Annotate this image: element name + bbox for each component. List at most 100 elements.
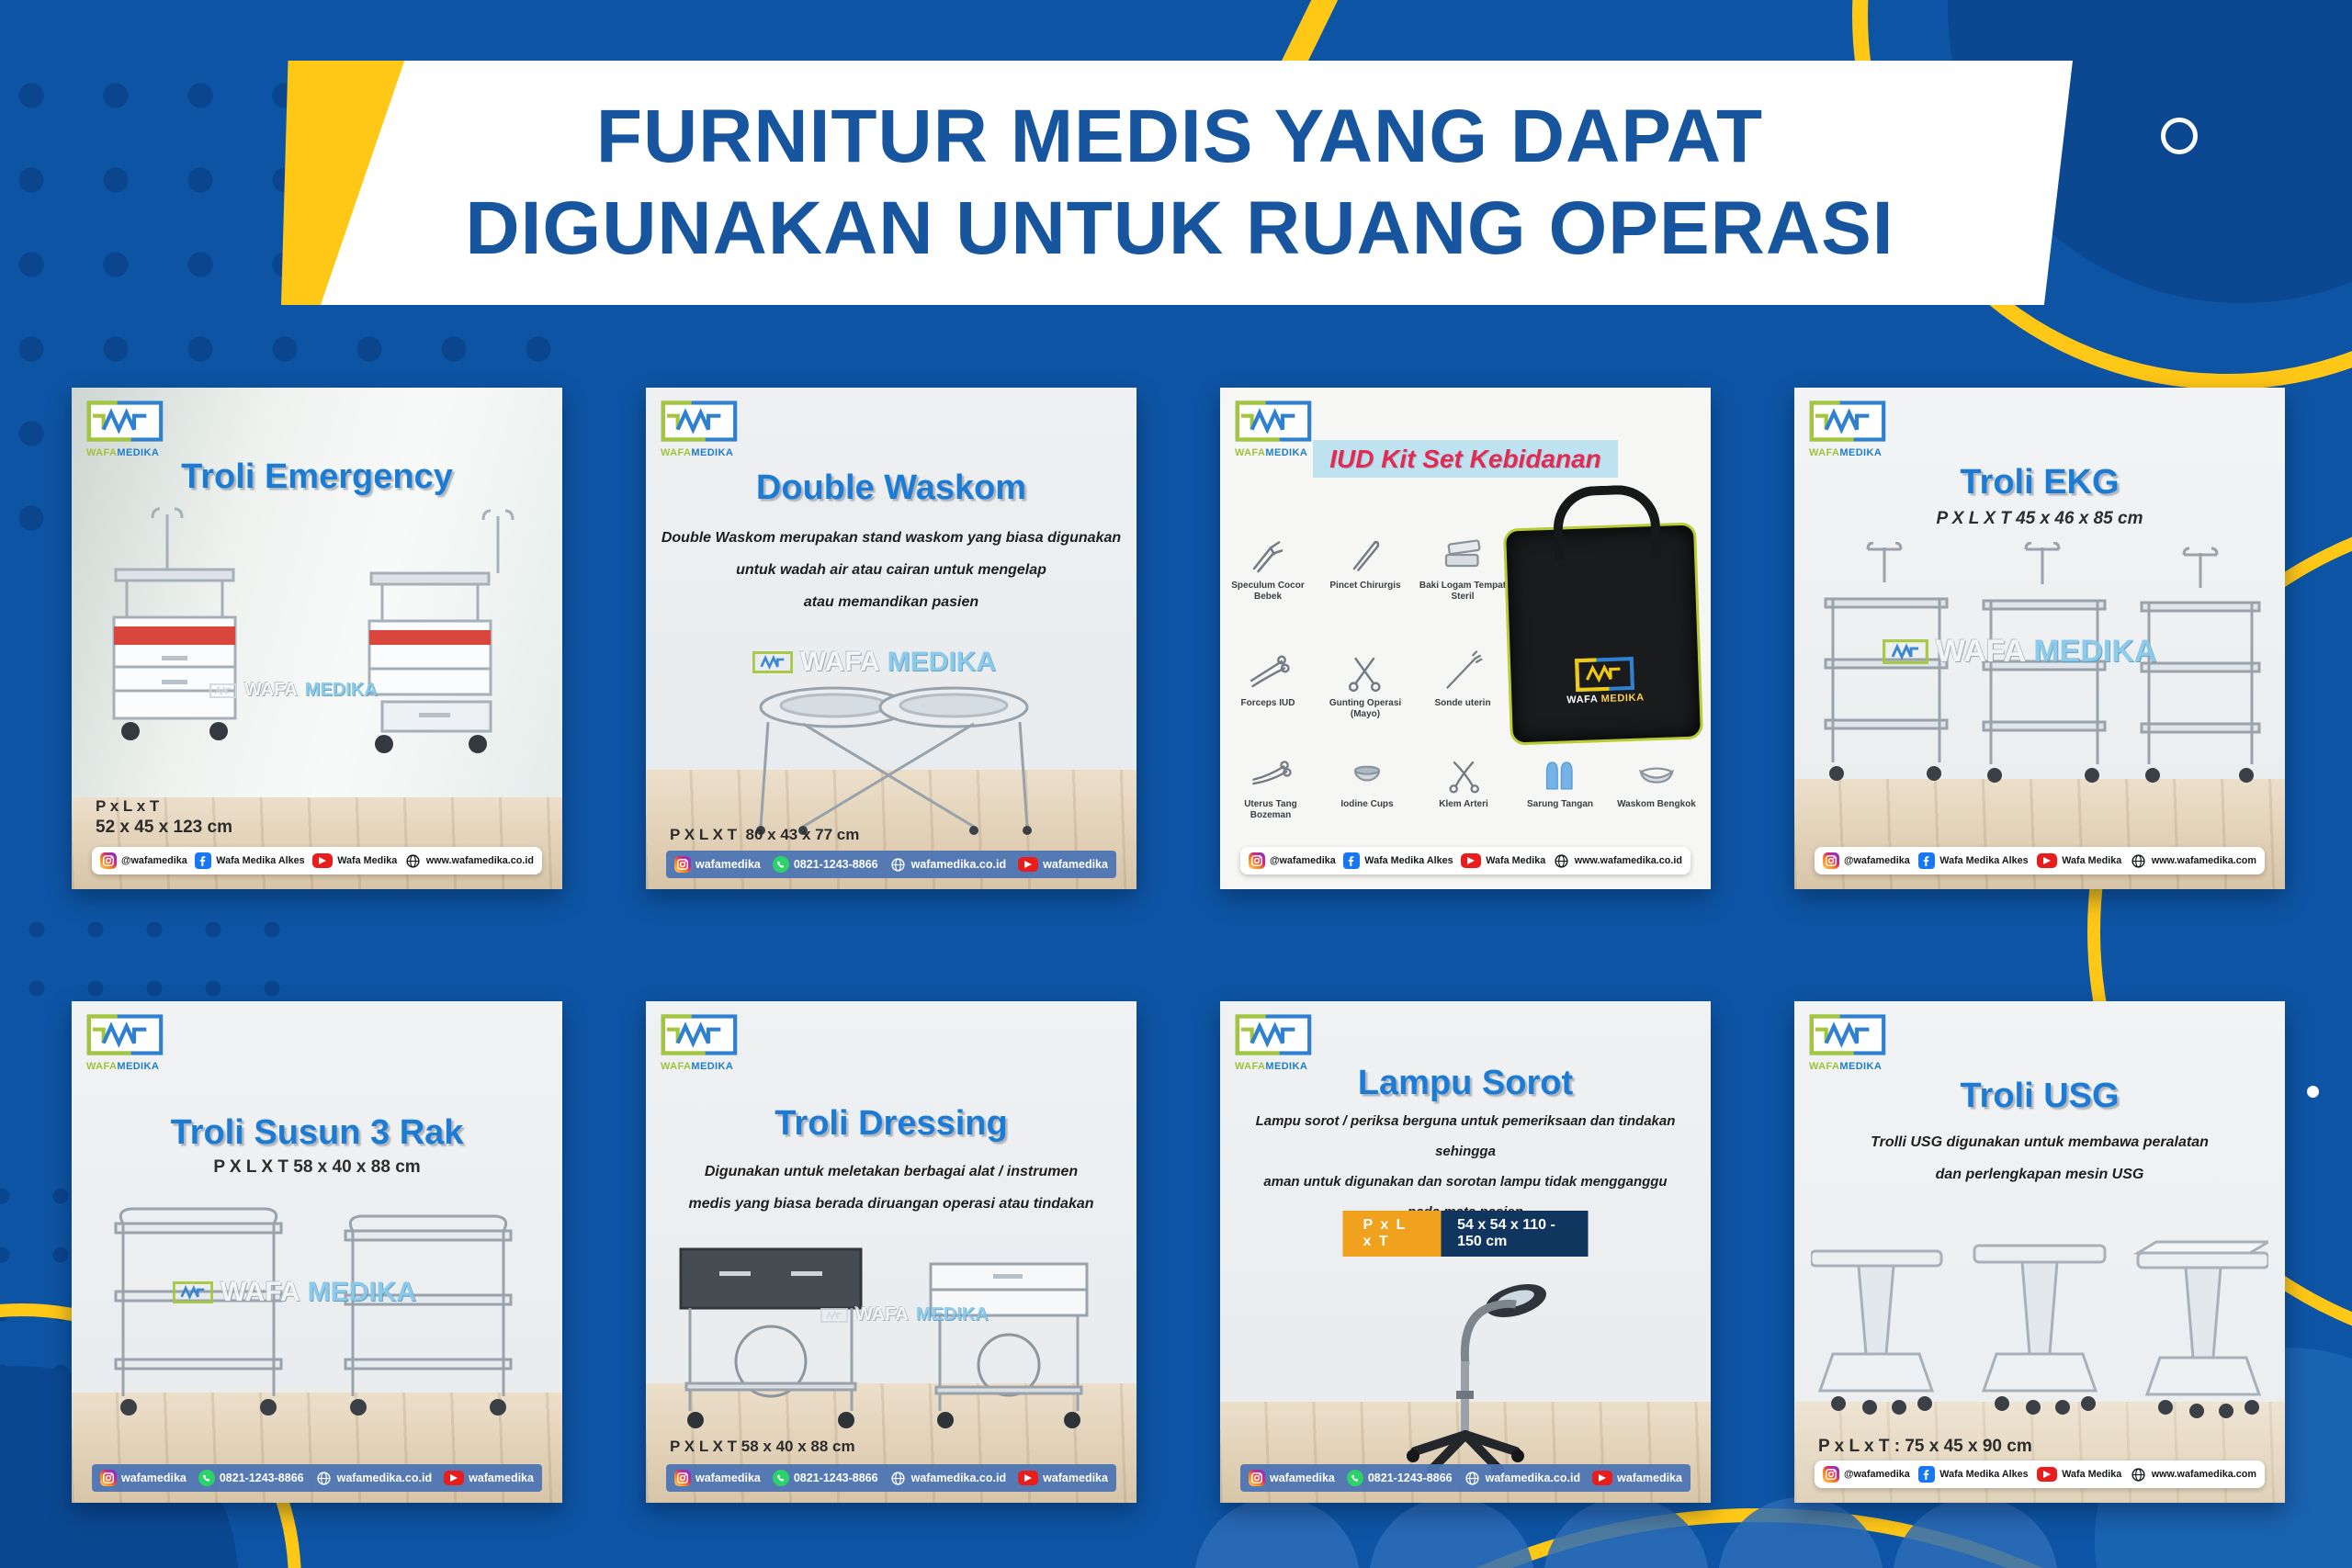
card-title: IUD Kit Set Kebidanan (1313, 440, 1618, 478)
scallop-circle (1194, 1497, 1360, 1568)
social-bar: wafamedika 0821-1243-8866 wafamedika.co.… (666, 1464, 1116, 1492)
youtube-handle: Wafa Medika (2037, 1467, 2121, 1482)
card-title: Troli Emergency (181, 457, 453, 496)
product-card-lampu-sorot: WAFAMEDIKA Lampu Sorot Lampu sorot / per… (1220, 1001, 1711, 1503)
instagram-handle: wafamedika (674, 856, 761, 873)
logo-text-medika: MEDIKA (1839, 447, 1883, 458)
pincet-icon (1352, 540, 1380, 571)
scallop-circle (1369, 1497, 1534, 1568)
facebook-handle: Wafa Medika Alkes (1918, 1466, 2029, 1483)
dimensions-value: 80 x 43 x 77 cm (745, 826, 860, 843)
kit-item: Waskom Bengkok (1611, 753, 1702, 810)
social-bar: @wafamedika Wafa Medika Alkes Wafa Medik… (1240, 847, 1690, 874)
kit-item: Forceps IUD (1220, 650, 1316, 709)
kit-item: Uterus Tang Bozeman (1225, 753, 1317, 821)
card-title: Troli Susun 3 Rak (170, 1113, 464, 1152)
card-description: Trolli USG digunakan untuk membawa peral… (1871, 1134, 2209, 1182)
product-card-troli-ekg: WAFAMEDIKA Troli EKG P X L X T 45 x 46 x… (1794, 388, 2285, 889)
forceps-icon (1250, 655, 1290, 688)
wafamedika-logo: WAFAMEDIKA (1809, 1014, 1886, 1072)
youtube-handle: wafamedika (1018, 1471, 1108, 1485)
scallop-circle (1893, 1497, 2058, 1568)
card-title: Troli Dressing (775, 1104, 1008, 1143)
youtube-handle: Wafa Medika (312, 853, 397, 868)
product-card-troli-susun: WAFAMEDIKA Troli Susun 3 Rak P X L X T 5… (72, 1001, 562, 1503)
product-card-troli-dressing: WAFAMEDIKA Troli Dressing Digunakan untu… (646, 1001, 1136, 1503)
wm-logo-icon (1235, 400, 1312, 442)
card-description: Digunakan untuk meletakan berbagai alat … (688, 1164, 1094, 1212)
dimensions-label: P x L x T (96, 797, 160, 815)
dimensions-text: P x L x T : 75 x 45 x 90 cm (1818, 1437, 2032, 1456)
instagram-icon (100, 852, 117, 869)
globe-icon (316, 1470, 333, 1486)
white-dot-accent (2307, 1086, 2319, 1098)
exam-lamp-art (1407, 1283, 1546, 1475)
klem-icon (1449, 761, 1479, 794)
wm-watermark-icon (173, 1281, 213, 1303)
whatsapp-icon (1346, 1470, 1363, 1486)
wm-logo-icon (661, 1014, 738, 1055)
instagram-icon (1249, 852, 1265, 869)
speculum-icon (1252, 541, 1283, 573)
facebook-handle: Wafa Medika Alkes (195, 852, 305, 869)
double-waskom-art (756, 686, 1032, 835)
wm-logo-icon (86, 1014, 164, 1055)
header-title-line2: DIGUNAKAN UNTUK RUANG OPERASI (465, 186, 1894, 270)
social-bar: @wafamedika Wafa Medika Alkes Wafa Medik… (1815, 847, 2265, 874)
logo-text-wafa: WAFA (1235, 447, 1266, 458)
kit-item: Sarung Tangan (1514, 753, 1606, 810)
website-url: www.wafamedika.co.id (405, 852, 534, 869)
instagram-handle: wafamedika (100, 1470, 187, 1486)
whatsapp-number: 0821-1243-8866 (1346, 1470, 1453, 1486)
website-url: www.wafamedika.com (2131, 1466, 2256, 1483)
youtube-icon (1592, 1471, 1613, 1485)
website-url: wafamedika.co.id (316, 1470, 432, 1486)
instagram-icon (100, 1470, 117, 1486)
youtube-icon (2037, 1467, 2058, 1482)
instagram-handle: @wafamedika (100, 852, 187, 869)
logo-text-medika: MEDIKA (117, 1061, 160, 1072)
watermark: WAFA MEDIKA (1883, 634, 2156, 670)
watermark: WAFA MEDIKA (752, 647, 996, 678)
kit-item: Baki Logam Tempat Steril (1415, 533, 1510, 603)
kit-item: Klem Arteri (1418, 753, 1510, 810)
bag-text-wafa: WAFA (1566, 694, 1599, 706)
dimensions-chip-label: P x L x T (1342, 1211, 1442, 1257)
instagram-handle: @wafamedika (1249, 852, 1336, 869)
logo-text-wafa: WAFA (661, 1061, 692, 1072)
wm-logo-icon (1809, 400, 1886, 442)
instagram-handle: @wafamedika (1823, 1466, 1910, 1483)
facebook-handle: Wafa Medika Alkes (1918, 852, 2029, 869)
facebook-icon (1918, 852, 1936, 869)
gloves-icon (1545, 761, 1573, 790)
logo-text-medika: MEDIKA (117, 447, 160, 458)
youtube-icon (1018, 857, 1039, 872)
scallop-circle (1544, 1497, 1709, 1568)
logo-text-wafa: WAFA (86, 447, 118, 458)
card-title-wrap: IUD Kit Set Kebidanan (1220, 440, 1711, 478)
kit-item: Iodine Cups (1321, 753, 1413, 810)
watermark-wafa: WAFA (244, 680, 298, 700)
dimensions-value: 52 x 45 x 123 cm (96, 818, 232, 837)
youtube-handle: wafamedika (1018, 857, 1108, 872)
youtube-handle: Wafa Medika (2037, 853, 2121, 868)
watermark-medika: MEDIKA (307, 1277, 417, 1307)
watermark-wafa: WAFA (800, 647, 880, 677)
kit-item: Pincet Chirurgis (1317, 533, 1413, 592)
wm-logo-icon (1235, 1014, 1312, 1055)
card-title: Troli EKG (1960, 463, 2120, 502)
watermark: WAFA MEDIKA (209, 680, 378, 701)
whatsapp-icon (772, 1470, 789, 1486)
globe-icon (1554, 852, 1570, 869)
header-banner: FURNITUR MEDIS YANG DAPAT DIGUNAKAN UNTU… (320, 61, 2073, 305)
dimensions-text: P X L X T 80 x 43 x 77 cm (670, 824, 859, 845)
card-title: Troli USG (1960, 1077, 2120, 1115)
instagram-handle: wafamedika (674, 1470, 761, 1486)
wafamedika-logo: WAFAMEDIKA (86, 400, 164, 458)
dimensions-text: P x L x T 52 x 45 x 123 cm (96, 795, 232, 838)
product-card-iud-kit: WAFAMEDIKA IUD Kit Set Kebidanan Speculu… (1220, 388, 1711, 889)
instagram-icon (1249, 1470, 1265, 1486)
logo-text-medika: MEDIKA (1839, 1061, 1883, 1072)
watermark-wafa: WAFA (220, 1277, 300, 1307)
